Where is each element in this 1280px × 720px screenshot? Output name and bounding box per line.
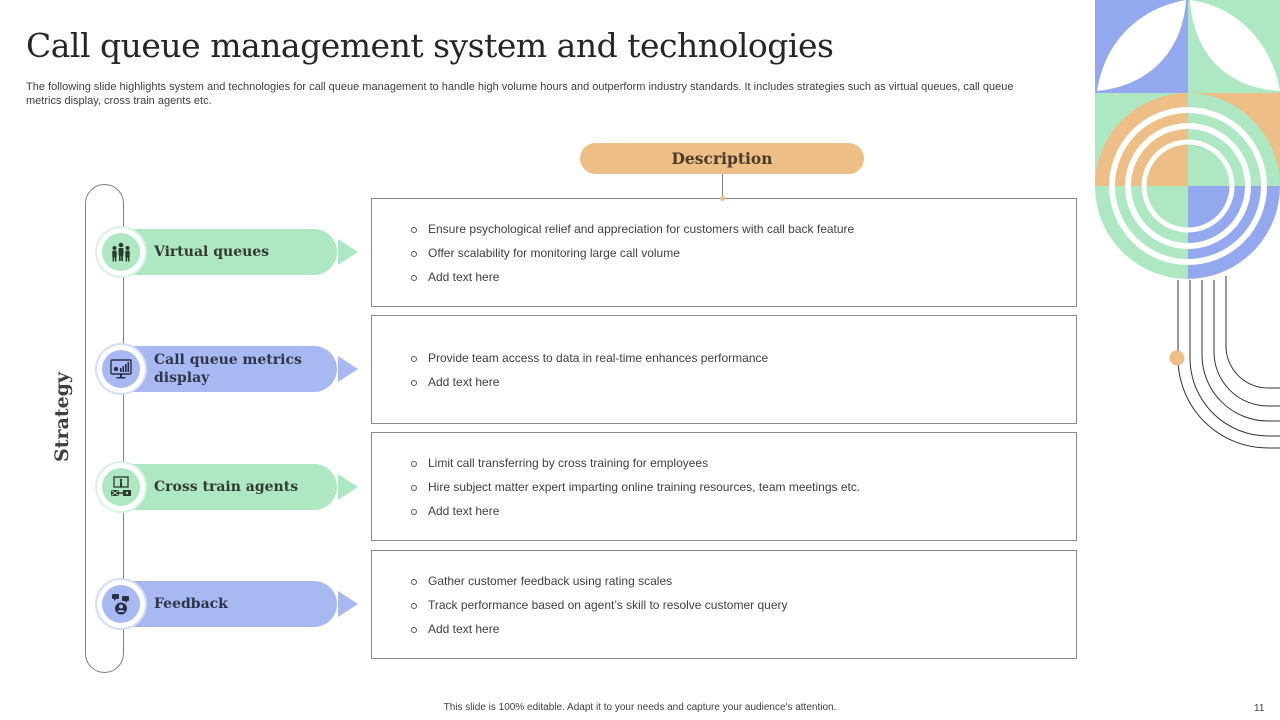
- bullet-point: Add text here: [410, 499, 1076, 523]
- icon-badge: [97, 345, 145, 393]
- feedback-person-icon: [112, 594, 129, 615]
- description-box-cross-train-agents: Limit call transferring by cross trainin…: [371, 432, 1077, 541]
- strategy-pill: [119, 229, 337, 275]
- bullet-point: Provide team access to data in real-time…: [410, 346, 1076, 370]
- arrow-pointer-icon: [338, 591, 358, 617]
- description-box-virtual-queues: Ensure psychological relief and apprecia…: [371, 198, 1077, 307]
- bullet-point: Ensure psychological relief and apprecia…: [410, 217, 1076, 241]
- strategy-pill: [119, 464, 337, 510]
- strategy-axis-label: Strategy: [51, 371, 73, 462]
- connector-line: [722, 174, 723, 198]
- monitor-chart-icon: [110, 359, 132, 379]
- arrow-pointer-icon: [338, 474, 358, 500]
- arrow-pointer-icon: [338, 356, 358, 382]
- strategy-label: Feedback: [154, 596, 228, 612]
- strategy-pill: [119, 346, 337, 392]
- strategy-bracket: [85, 184, 124, 673]
- strategy-label: Virtual queues: [154, 244, 270, 260]
- training-board-icon: [111, 476, 131, 496]
- decorative-geometric-art: [1095, 0, 1280, 449]
- slide-title: Call queue management system and technol…: [26, 26, 834, 65]
- bullet-point: Hire subject matter expert imparting onl…: [410, 475, 1076, 499]
- strategy-item-call-queue-metrics: Call queue metrics display: [97, 345, 359, 393]
- page-number: 11: [1254, 703, 1265, 714]
- strategy-item-cross-train-agents: Cross train agents: [97, 463, 359, 511]
- icon-badge: [97, 463, 145, 511]
- bullet-point: Offer scalability for monitoring large c…: [410, 241, 1076, 265]
- strategy-pill: [119, 581, 337, 627]
- icon-badge: [97, 580, 145, 628]
- strategy-item-virtual-queues: Virtual queues: [97, 228, 359, 276]
- bullet-point: Add text here: [410, 370, 1076, 394]
- icon-badge: [97, 228, 145, 276]
- strategy-label: Call queue metrics display: [154, 352, 302, 386]
- bullet-point: Add text here: [410, 617, 1076, 641]
- footer-note: This slide is 100% editable. Adapt it to…: [443, 702, 837, 713]
- bullet-point: Limit call transferring by cross trainin…: [410, 451, 1076, 475]
- bullet-point: Track performance based on agent’s skill…: [410, 593, 1076, 617]
- people-group-icon: [112, 242, 130, 262]
- bullet-point: Gather customer feedback using rating sc…: [410, 569, 1076, 593]
- bullet-point: Add text here: [410, 265, 1076, 289]
- connector-dot: [720, 196, 725, 201]
- strategy-item-feedback: Feedback: [97, 580, 359, 628]
- arrow-pointer-icon: [338, 239, 358, 265]
- slide-subtitle: The following slide highlights system an…: [26, 81, 1014, 107]
- description-box-call-queue-metrics: Provide team access to data in real-time…: [371, 315, 1077, 424]
- description-header: Description: [580, 143, 864, 174]
- strategy-label: Cross train agents: [154, 479, 299, 495]
- description-box-feedback: Gather customer feedback using rating sc…: [371, 550, 1077, 659]
